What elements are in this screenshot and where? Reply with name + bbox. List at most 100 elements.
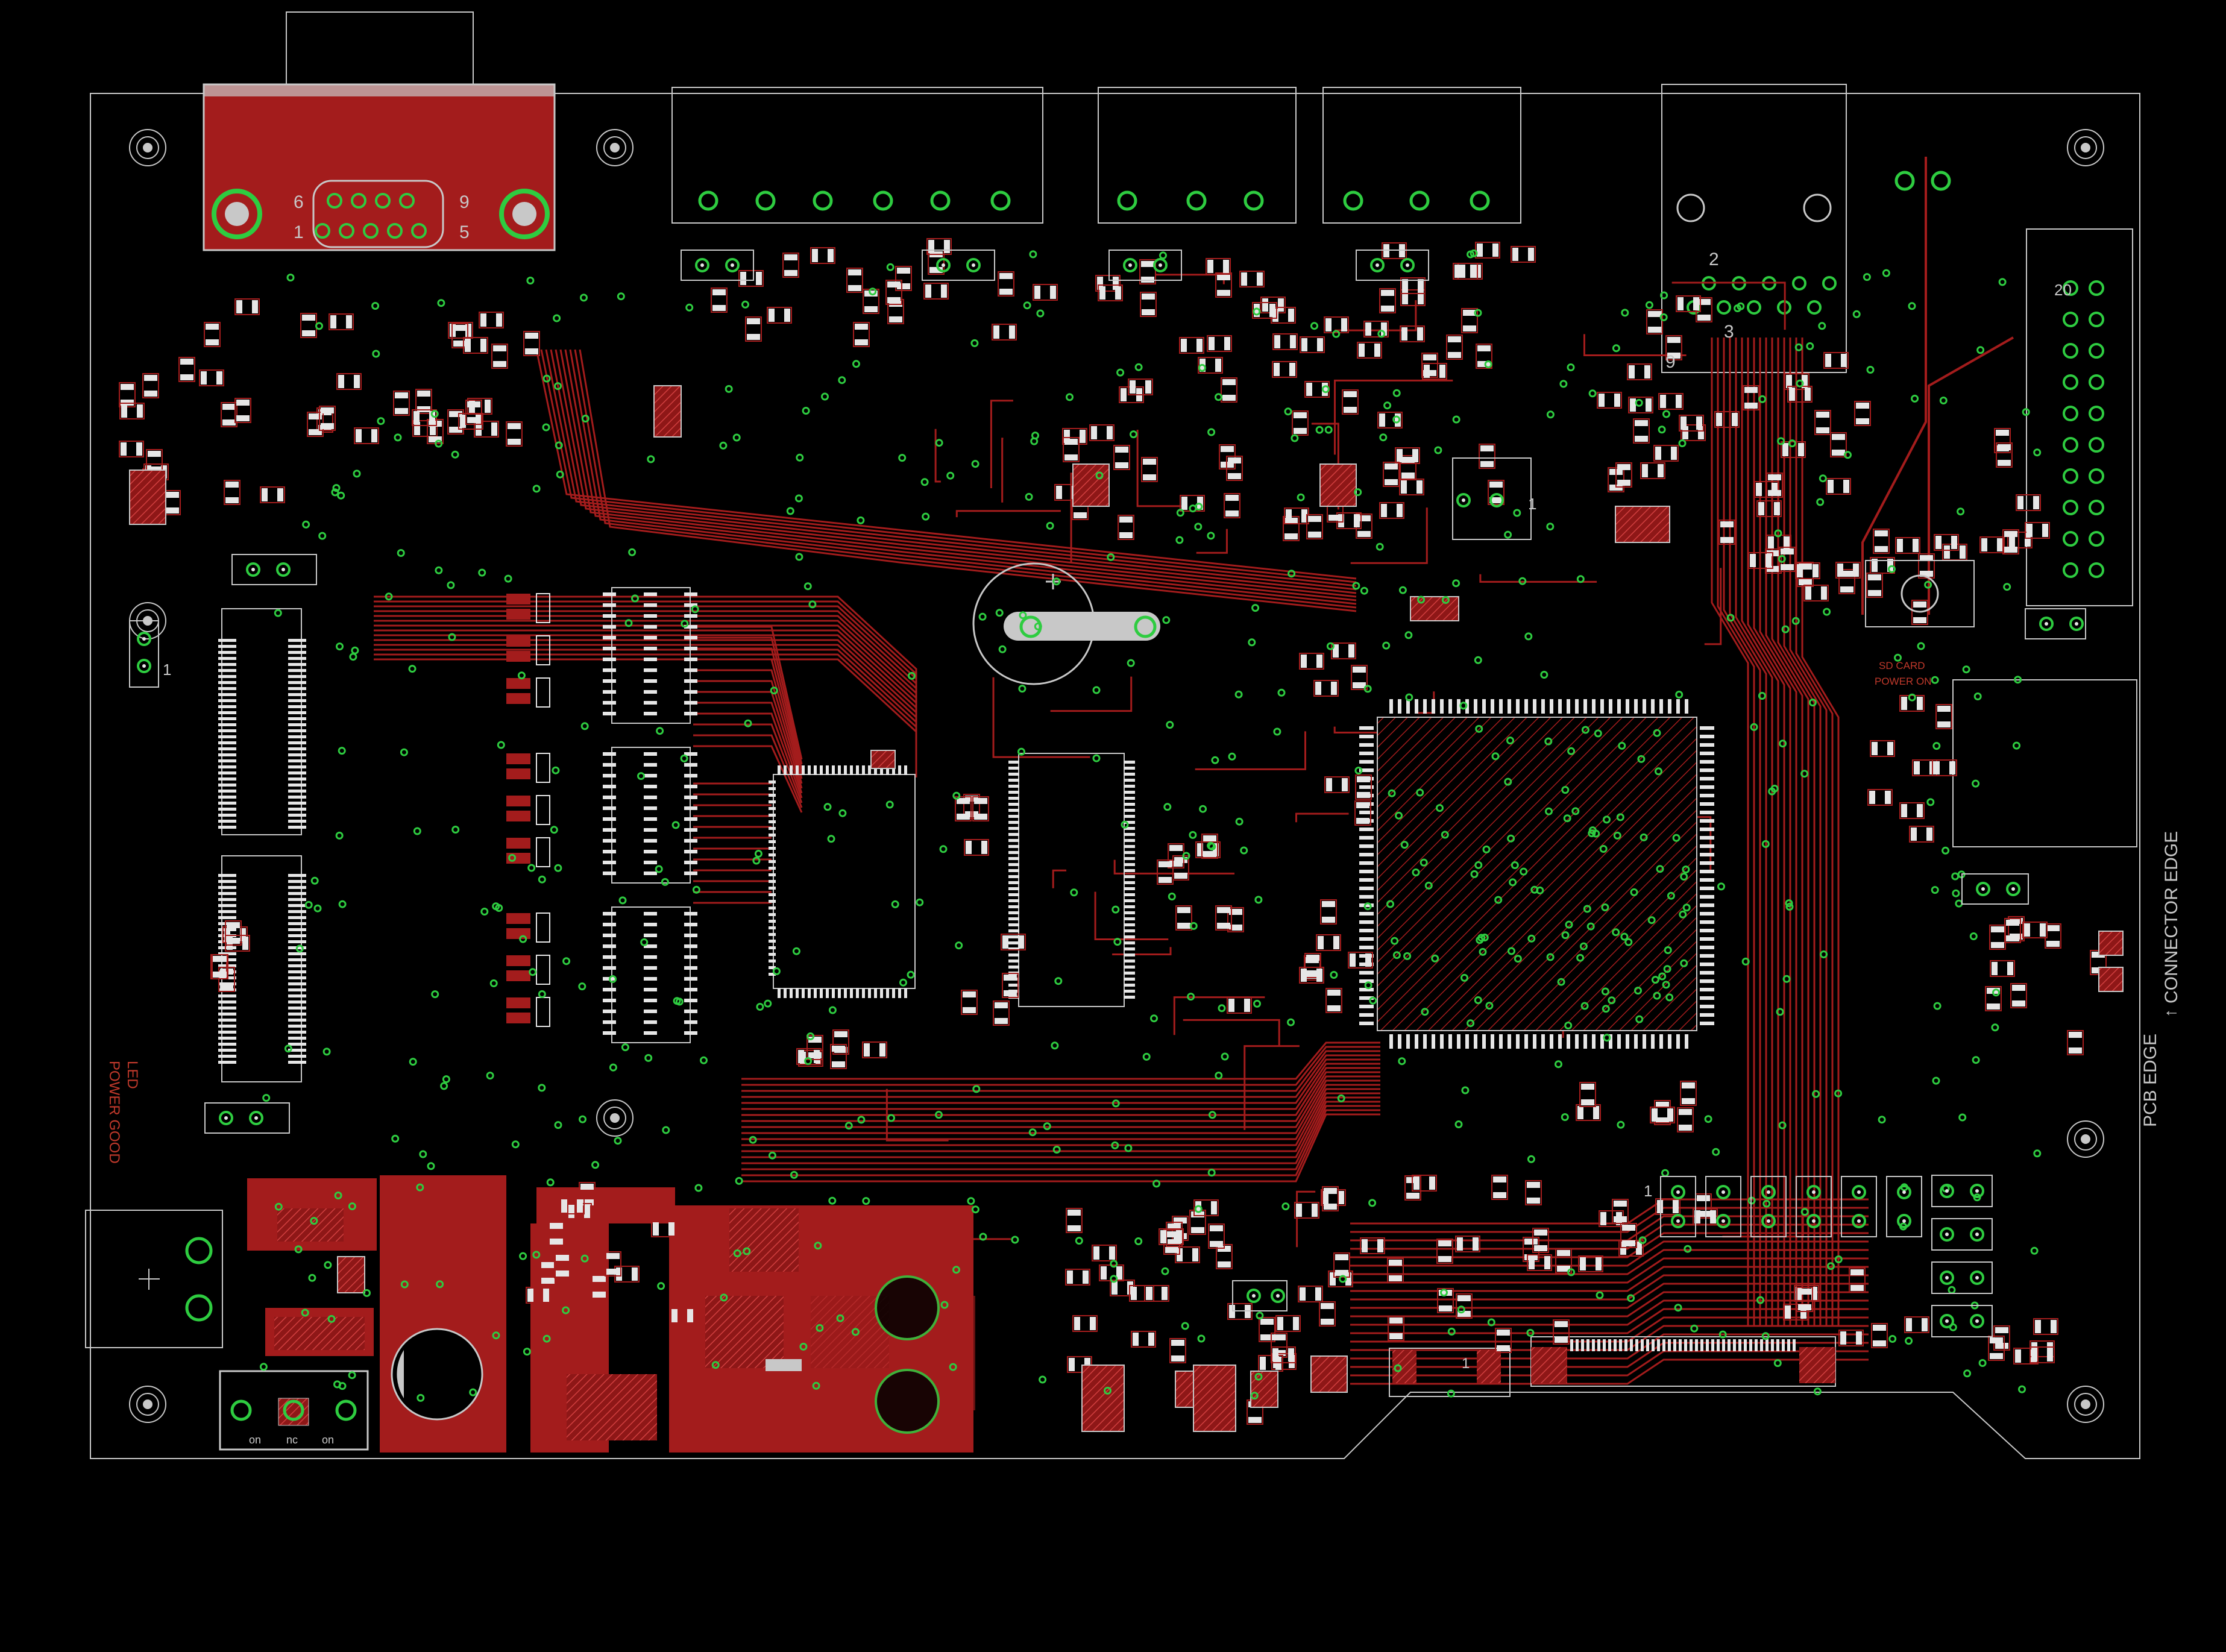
via-icon (1030, 437, 1039, 445)
via-icon (971, 1205, 979, 1214)
via-icon (591, 1161, 600, 1169)
via-icon (1398, 1057, 1406, 1066)
via-icon (772, 967, 781, 975)
via-icon (624, 619, 633, 627)
via-icon (1168, 893, 1176, 900)
via-icon (1066, 393, 1074, 401)
via-icon (935, 439, 943, 447)
via-icon (1951, 872, 1960, 881)
via-icon (680, 754, 688, 762)
via-icon (1978, 1359, 1987, 1367)
via-icon (972, 1085, 981, 1093)
via-icon (553, 314, 561, 322)
via-icon (1383, 401, 1392, 410)
via-icon (816, 1324, 824, 1332)
via-icon (1189, 831, 1197, 839)
via-icon (492, 1331, 500, 1340)
via-icon (838, 376, 846, 385)
via-icon (657, 1282, 665, 1290)
via-icon (1717, 882, 1725, 891)
via-icon (308, 1274, 316, 1282)
via-icon (1524, 632, 1533, 641)
via-icon (1215, 393, 1222, 401)
via-icon (1207, 428, 1216, 436)
via-icon (1194, 523, 1203, 531)
via-icon (1211, 756, 1219, 764)
via-icon (1778, 554, 1786, 563)
via-icon (480, 908, 489, 916)
via-icon (315, 322, 323, 330)
via-icon (886, 263, 894, 271)
dc-jack (85, 1210, 223, 1348)
via-icon (2003, 583, 2011, 591)
via-icon (562, 957, 571, 966)
via-icon (1812, 1090, 1820, 1098)
via-icon (1234, 690, 1243, 699)
via-icon (1310, 322, 1318, 330)
via-icon (1127, 659, 1135, 667)
via-icon (1958, 1113, 1967, 1122)
via-icon (887, 1114, 895, 1122)
via-icon (1659, 313, 1668, 321)
via-icon (1417, 595, 1426, 604)
via-icon (1596, 1291, 1604, 1299)
via-icon (821, 392, 829, 401)
via-icon (1973, 693, 1982, 700)
via-icon (409, 1058, 417, 1066)
via-icon (1750, 723, 1758, 731)
via-icon (1888, 1335, 1897, 1343)
via-icon (1976, 346, 1985, 354)
via-icon (952, 791, 961, 800)
via-icon (1175, 536, 1184, 544)
via-icon (497, 741, 505, 749)
via-icon (1933, 1002, 1941, 1010)
via-icon (1546, 523, 1555, 531)
via-icon (416, 1183, 424, 1192)
via-icon (640, 938, 649, 946)
via-icon (1781, 625, 1790, 633)
via-icon (796, 453, 804, 462)
via-icon (1756, 1296, 1764, 1304)
via-icon (1281, 1202, 1290, 1211)
via-icon (538, 1084, 546, 1092)
via-icon (1640, 833, 1648, 841)
via-icon (448, 633, 456, 641)
via-icon (1774, 529, 1782, 538)
via-icon (802, 407, 810, 415)
via-icon (1762, 1199, 1771, 1208)
via-icon (447, 581, 455, 589)
via-icon (1315, 426, 1324, 434)
via-icon (523, 1348, 531, 1356)
via-icon (970, 339, 979, 347)
via-icon (1070, 888, 1078, 897)
via-icon (2030, 1246, 2039, 1255)
via-icon (431, 990, 439, 999)
via-icon (1734, 304, 1742, 312)
via-icon (546, 1178, 555, 1187)
via-icon (1405, 693, 1413, 702)
via-icon (318, 532, 327, 540)
via-icon (1779, 740, 1787, 748)
via-icon (1931, 676, 1939, 684)
via-icon (542, 374, 551, 383)
via-icon (419, 1150, 427, 1158)
via-icon (391, 1134, 400, 1143)
via-icon (1189, 922, 1198, 930)
via-icon (1678, 439, 1687, 447)
via-icon (1404, 631, 1413, 639)
via-icon (1392, 415, 1401, 424)
via-icon (1470, 249, 1478, 257)
via-icon (1827, 1262, 1835, 1270)
via-icon (1369, 996, 1377, 1005)
via-icon (1788, 439, 1796, 448)
via-icon (331, 488, 339, 497)
via-icon (377, 417, 385, 426)
via-icon (1142, 1052, 1151, 1061)
via-icon (348, 1202, 356, 1210)
via-icon (1794, 343, 1803, 351)
via-icon (1932, 1076, 1940, 1085)
via-icon (511, 1140, 520, 1149)
via-icon (538, 875, 546, 884)
via-icon (661, 878, 669, 886)
via-icon (538, 990, 546, 998)
